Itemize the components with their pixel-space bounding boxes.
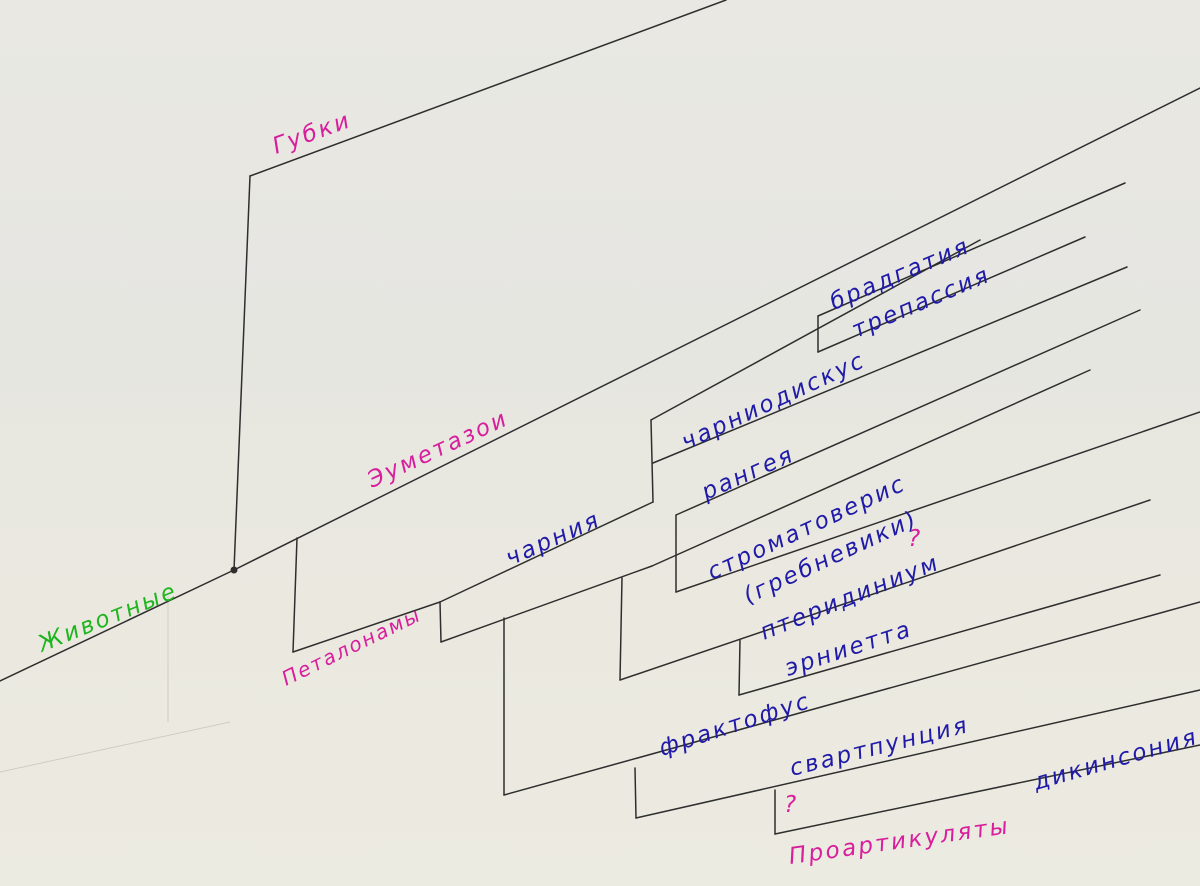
label-fractofusus: фрактофус — [656, 688, 814, 762]
charnia-connector — [650, 419, 654, 503]
petalonamae-connector — [292, 537, 298, 653]
sponges-connector — [233, 175, 251, 571]
lower-branch — [440, 565, 653, 643]
label-eumetazoa: Эуметазои — [363, 405, 513, 493]
fractofusus-branch — [503, 601, 1200, 796]
swartpuntia-branch — [635, 689, 1200, 819]
label-sponges: Губки — [269, 107, 355, 159]
pteridinium-connector — [619, 577, 623, 681]
swartpuntia-connector — [634, 767, 637, 819]
label-proarticulata-question: ? — [784, 792, 799, 818]
label-ctenophores-question: ? — [908, 526, 923, 552]
charniodiscus-branch — [652, 266, 1128, 464]
pteridinium-branch — [619, 499, 1151, 681]
ernietta-connector — [738, 639, 741, 696]
guide-line — [0, 721, 231, 773]
petalonamae-branch — [292, 601, 441, 653]
node-connector — [439, 601, 442, 643]
label-rangea: рангея — [697, 442, 799, 506]
label-charniodiscus: чарниодискус — [678, 347, 870, 455]
label-dickinsonia: дикинсония — [1030, 724, 1200, 796]
trepassia-branch — [817, 236, 1086, 353]
label-charnia: чарния — [502, 507, 605, 572]
eumetazoa-branch — [233, 87, 1200, 571]
label-petalonamae: Петалонамы — [278, 602, 426, 690]
label-proarticulata: Проартикуляты — [787, 813, 1012, 870]
bradgatia-branch — [817, 182, 1126, 317]
root-branch — [0, 569, 235, 682]
charnia-branch — [439, 501, 654, 603]
stromatoveris-branch — [675, 309, 1141, 516]
ernietta-branch — [738, 574, 1161, 696]
label-animals: Животные — [33, 578, 182, 658]
sponges-branch — [249, 0, 727, 177]
label-swartpuntia: свартпунция — [787, 712, 972, 782]
dickinsonia-branch — [774, 744, 1200, 835]
ctenophore-branch — [675, 411, 1200, 593]
rangea-branch — [651, 369, 1091, 567]
